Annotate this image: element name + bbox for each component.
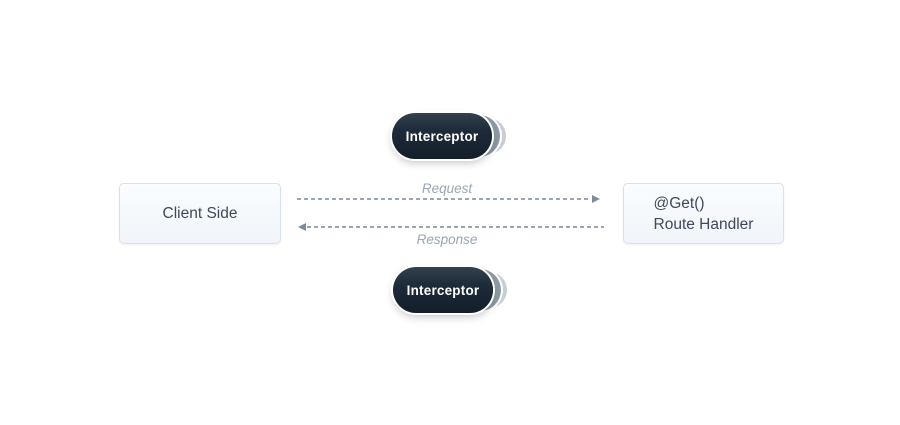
route-handler-label: Route Handler xyxy=(653,215,754,233)
request-label: Request xyxy=(421,181,473,196)
response-label: Response xyxy=(416,232,478,247)
interceptor-top-label: Interceptor xyxy=(405,128,479,144)
client-side-label: Client Side xyxy=(162,204,238,222)
interceptor-top-group: Interceptor xyxy=(392,113,512,159)
interceptor-top-pill: Interceptor xyxy=(392,113,492,159)
interceptor-bottom-group: Interceptor xyxy=(393,267,513,313)
request-arrowhead-icon xyxy=(592,194,600,203)
response-arrowhead-icon xyxy=(298,222,306,231)
route-handler-box: @Get() Route Handler xyxy=(623,183,784,244)
interceptor-bottom-label: Interceptor xyxy=(406,282,480,298)
route-handler-text: @Get() Route Handler xyxy=(654,193,754,235)
interceptor-bottom-pill: Interceptor xyxy=(393,267,493,313)
client-side-box: Client Side xyxy=(119,183,281,244)
request-arrow-line xyxy=(297,198,591,200)
response-arrow-line xyxy=(307,226,604,228)
get-decorator-label: @Get() xyxy=(653,194,705,212)
